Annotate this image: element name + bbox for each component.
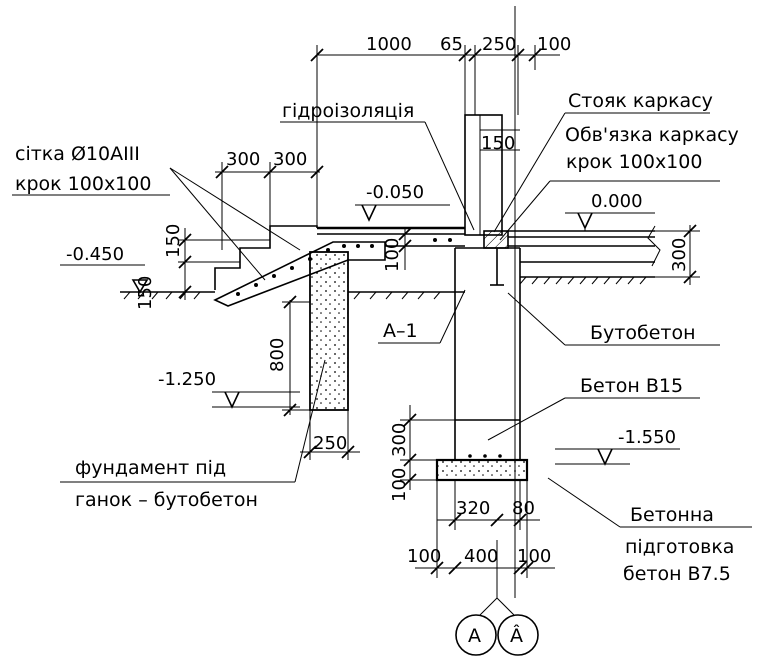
label-stoyak: Стояк каркасу [568, 90, 713, 112]
level-minus-1250-mark [212, 391, 300, 409]
dim-400: 400 [464, 546, 498, 567]
dim-100-right: 100 [517, 546, 551, 567]
dim-300-right: 300 [669, 238, 690, 272]
level-zero: 0.000 [591, 191, 643, 212]
dim-250: 250 [482, 34, 516, 55]
rebar-dots [236, 238, 452, 296]
label-gidroizolyatsiya: гідроізоляція [282, 100, 414, 122]
dim-65: 65 [440, 34, 463, 55]
dim-800: 800 [267, 338, 288, 372]
label-section-mark: A–1 [383, 320, 418, 342]
porch-foundation [309, 251, 349, 411]
label-beton-b15: Бетон B15 [580, 375, 683, 397]
label-sitka: сітка Ø10AIII [15, 143, 140, 165]
axis-bubble-a [455, 614, 497, 656]
label-betonna-3: бетон B7.5 [623, 563, 731, 585]
dim-150-step: 150 [163, 224, 184, 258]
label-krok-right: крок 100x100 [566, 151, 702, 173]
label-betonna-2: підготовка [625, 536, 734, 558]
level-minus-0050: -0.050 [366, 182, 424, 203]
dim-300-b15: 300 [389, 423, 410, 457]
dim-150-stoyak: 150 [481, 133, 515, 154]
frame-binding [483, 230, 509, 249]
axis-label-b: Â [510, 624, 523, 647]
level-zero-mark [565, 212, 655, 231]
label-fundament-2: ганок – бутобетон [75, 489, 258, 511]
level-minus-0450-mark [60, 264, 149, 294]
dim-150-overlap: 150 [135, 276, 156, 310]
label-fundament-1: фундамент під [75, 457, 226, 479]
dim-320: 320 [456, 498, 490, 519]
dim-step-300-a: 300 [226, 149, 260, 170]
concrete-preparation [435, 458, 529, 482]
dim-100-top: 100 [537, 34, 571, 55]
dim-100-left: 100 [407, 546, 441, 567]
label-butobeton: Бутобетон [590, 322, 696, 344]
level-minus-0050-mark [355, 204, 450, 222]
level-minus-1250: -1.250 [158, 369, 216, 390]
label-betonna-1: Бетонна [630, 504, 714, 526]
level-minus-1550-mark [555, 448, 680, 466]
level-minus-1550: -1.550 [618, 427, 676, 448]
dim-250-fund: 250 [313, 433, 347, 454]
label-krok-left: крок 100x100 [15, 173, 151, 195]
dim-step-300-b: 300 [273, 149, 307, 170]
level-minus-0450: -0.450 [66, 244, 124, 265]
dim-100-slab: 100 [382, 238, 403, 272]
label-obvyazka: Обв'язка каркасу [565, 124, 739, 146]
dim-100-prep: 100 [389, 468, 410, 502]
axis-label-a: A [468, 625, 481, 647]
dim-80: 80 [512, 498, 535, 519]
dim-1000: 1000 [366, 34, 412, 55]
axis-bubble-b [497, 614, 539, 656]
